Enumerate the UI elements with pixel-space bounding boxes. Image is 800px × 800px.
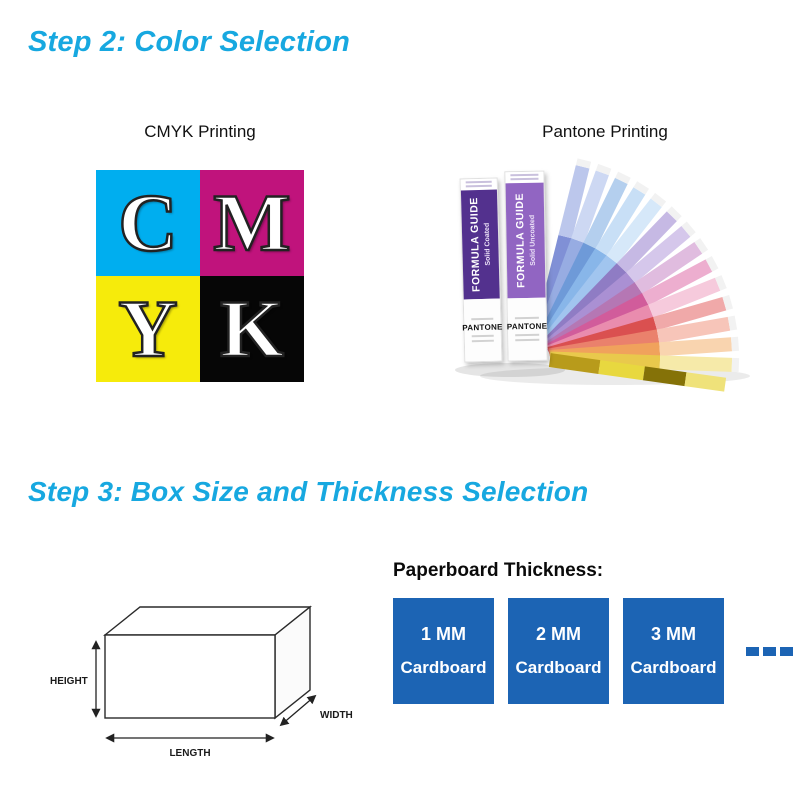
thickness-option-1mm: 1 MM Cardboard <box>393 598 494 704</box>
thickness-size-label: 1 MM <box>421 624 466 644</box>
step3-title: Step 3: Box Size and Thickness Selection <box>28 476 589 507</box>
guide-top-microtext <box>505 171 544 184</box>
thickness-option-3mm: 3 MM Cardboard <box>623 598 724 704</box>
pantone-guide-coated: FORMULA GUIDE Solid Coated PANTONE <box>459 177 503 363</box>
guide-subtitle: Solid Coated <box>483 222 492 266</box>
thickness-size-label: 3 MM <box>651 624 696 644</box>
thickness-material-label: Cardboard <box>515 658 602 677</box>
pantone-brand-label: PANTONE <box>462 322 503 333</box>
box-front-face <box>104 634 276 719</box>
guide-subtitle: Solid Uncoated <box>529 214 537 266</box>
box-height-label: HEIGHT <box>50 676 88 687</box>
thickness-size-label: 2 MM <box>536 624 581 644</box>
box-width-label: WIDTH <box>320 710 353 721</box>
width-arrow <box>279 694 317 727</box>
cmyk-printing-label: CMYK Printing <box>144 122 256 141</box>
cmyk-letter-m: M <box>212 177 292 268</box>
box-length-label: LENGTH <box>169 748 210 759</box>
paperboard-thickness-heading: Paperboard Thickness: <box>393 560 604 581</box>
pantone-fan-illustration: FORMULA GUIDE Solid Coated PANTONE FORMU… <box>450 158 760 406</box>
pantone-printing-label: Pantone Printing <box>542 122 668 141</box>
more-options-ellipsis-icon <box>746 646 793 656</box>
guide-cover: FORMULA GUIDE Solid Coated <box>460 189 500 300</box>
paperboard-thickness-section: Paperboard Thickness: 1 MM Cardboard 2 M… <box>393 560 793 704</box>
pantone-fan-icon <box>455 158 750 392</box>
thickness-material-label: Cardboard <box>400 658 487 677</box>
pantone-guide-uncoated: FORMULA GUIDE Solid Uncoated PANTONE <box>504 170 548 362</box>
cmyk-letter-y: Y <box>117 283 179 374</box>
box-dimensions-diagram: HEIGHT LENGTH WIDTH <box>50 605 353 759</box>
thickness-options-row: 1 MM Cardboard 2 MM Cardboard 3 MM Cardb… <box>393 598 793 704</box>
guide-title: FORMULA GUIDE <box>513 193 528 289</box>
cmyk-swatch-grid: C M Y K <box>96 170 304 382</box>
thickness-option-2mm: 2 MM Cardboard <box>508 598 609 704</box>
cmyk-tile-yellow: Y <box>96 276 200 382</box>
cmyk-tile-black: K <box>200 276 304 382</box>
cmyk-tile-magenta: M <box>200 170 304 276</box>
cmyk-letter-c: C <box>117 177 179 268</box>
guide-cover: FORMULA GUIDE Solid Uncoated <box>505 182 546 299</box>
thickness-material-label: Cardboard <box>630 658 717 677</box>
guide-foot: PANTONE <box>506 297 548 361</box>
step2-title: Step 2: Color Selection <box>28 26 351 58</box>
guide-foot: PANTONE <box>462 298 503 362</box>
guide-title: FORMULA GUIDE <box>468 197 483 293</box>
cmyk-letter-k: K <box>219 283 285 374</box>
pantone-brand-label: PANTONE <box>506 321 548 332</box>
cmyk-tile-cyan: C <box>96 170 200 276</box>
